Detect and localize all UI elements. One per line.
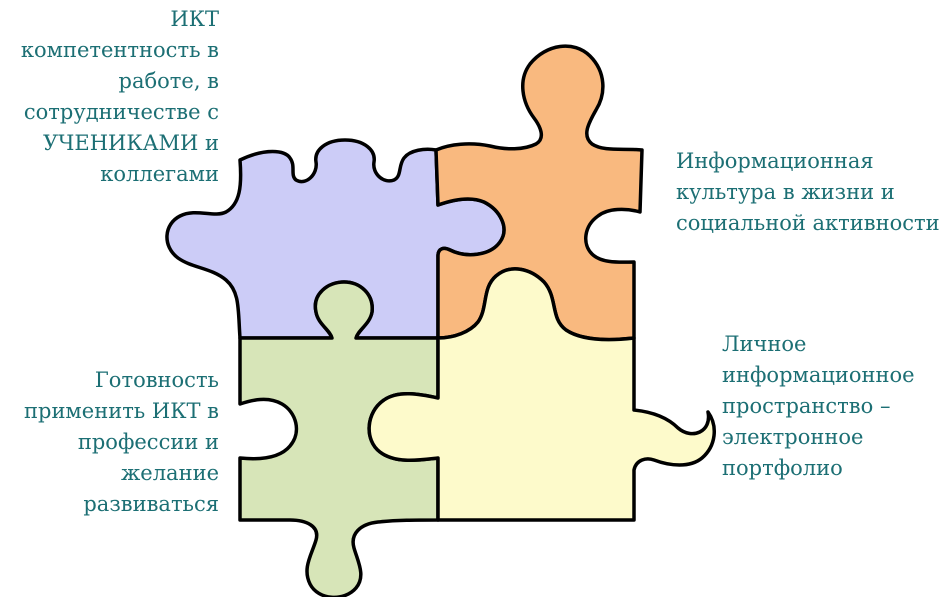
- puzzle-piece-bottom-right: [367, 267, 716, 522]
- puzzle-piece-bottom-left: [238, 280, 440, 597]
- label-information-culture: Информационная культура в жизни и социал…: [676, 149, 940, 235]
- label-ict-competence: ИКТ компетентность в работе, в сотруднич…: [20, 7, 219, 186]
- puzzle-piece-top-right: [434, 44, 644, 342]
- label-readiness: Готовность применить ИКТ в профессии и ж…: [24, 368, 219, 516]
- label-personal-space: Личное информационное пространство – эле…: [722, 332, 915, 480]
